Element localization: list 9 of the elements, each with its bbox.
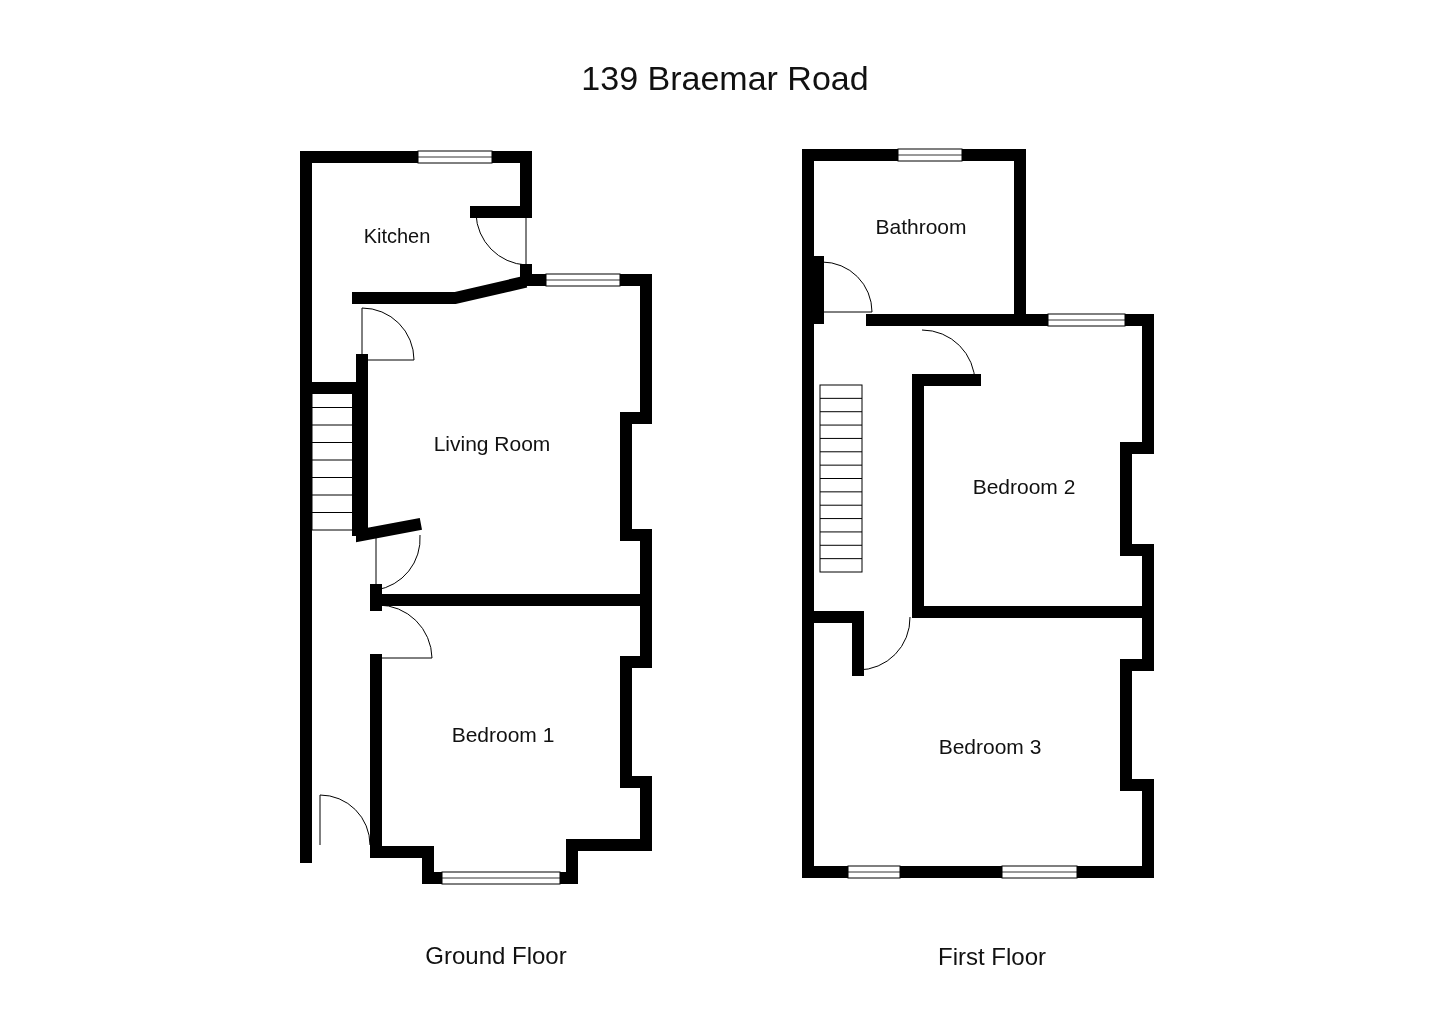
room-label: Bedroom 3 bbox=[938, 735, 1042, 759]
floor-label: Ground Floor bbox=[425, 942, 567, 970]
room-label: Living Room bbox=[433, 432, 551, 456]
floor-label: First Floor bbox=[938, 943, 1046, 971]
room-label: Kitchen bbox=[363, 224, 431, 248]
room-label: Bedroom 1 bbox=[451, 723, 555, 747]
room-label: Bedroom 2 bbox=[972, 475, 1076, 499]
room-label: Bathroom bbox=[875, 215, 967, 239]
plan-title: 139 Braemar Road bbox=[581, 58, 869, 98]
